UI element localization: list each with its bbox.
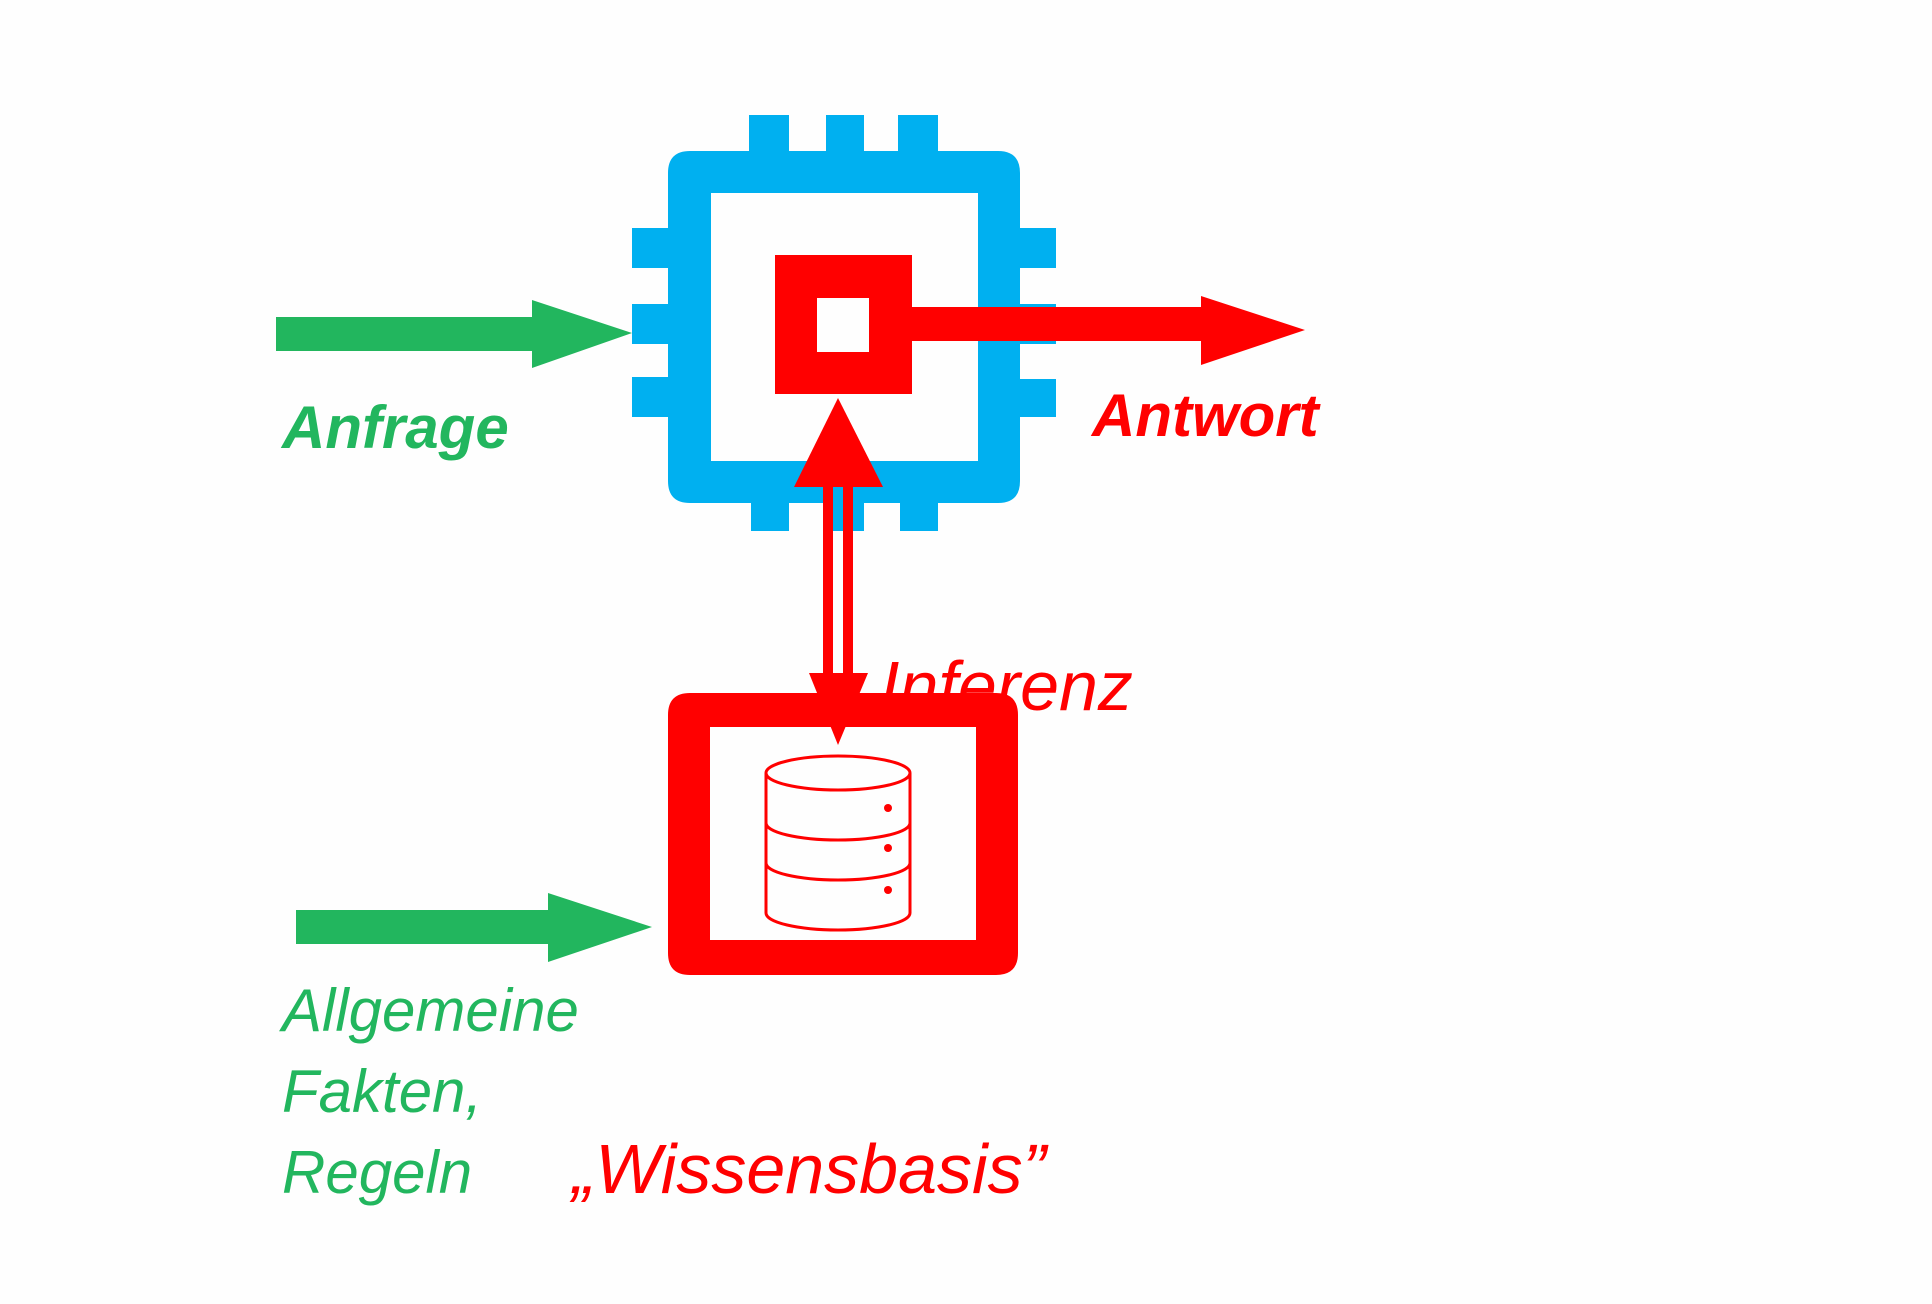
query-arrow	[276, 300, 632, 368]
inference-label: Inferenz	[880, 647, 1133, 725]
facts-label-line3: Regeln	[282, 1139, 472, 1206]
facts-label-line2: Fakten,	[282, 1058, 482, 1125]
facts-arrow	[296, 893, 652, 962]
answer-label: Antwort	[1090, 382, 1322, 449]
inference-arrow	[794, 398, 883, 745]
query-label: Anfrage	[280, 394, 509, 461]
facts-label-line1: Allgemeine	[279, 977, 579, 1044]
database-icon	[764, 754, 912, 932]
knowledge-base-label: „Wissensbasis”	[569, 1130, 1049, 1208]
answer-arrow	[905, 296, 1305, 365]
processor-core	[775, 255, 912, 394]
knowledge-base-box	[668, 693, 1018, 975]
